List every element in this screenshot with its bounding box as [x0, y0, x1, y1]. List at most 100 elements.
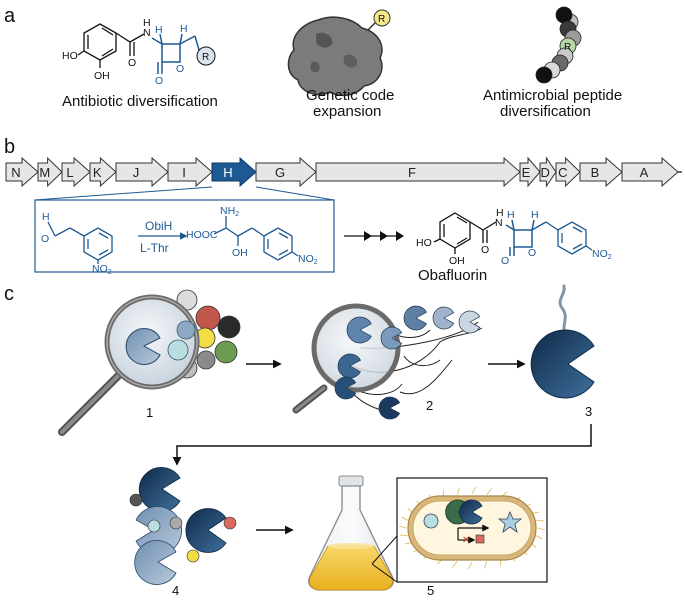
zoom-line-right	[255, 186, 335, 201]
atom-h-3: H	[180, 23, 188, 35]
gene-label-n: N	[11, 165, 20, 180]
product-name: Obafluorin	[418, 267, 487, 284]
atom-n-1: N	[143, 27, 151, 39]
gene-label-b: B	[591, 165, 600, 180]
cell-pathway-arrows: ✕	[457, 524, 490, 546]
arrow-3-4	[172, 424, 592, 466]
step3-evolved-enzyme	[530, 284, 595, 399]
r-label-1: R	[202, 52, 209, 63]
gene-arrow-b	[579, 156, 623, 188]
atom-no2-aa: NO2	[298, 253, 318, 266]
atom-h-ob2: H	[507, 209, 515, 221]
atom-nh2: NH2	[220, 205, 239, 218]
step-label-5: 5	[427, 583, 434, 598]
atom-h-2: H	[155, 24, 163, 36]
gene-arrow-d	[539, 156, 557, 188]
step1-enzyme-pacman	[125, 320, 196, 365]
gene-arrow-j	[115, 156, 169, 188]
atom-no2-ob: NO2	[592, 248, 612, 261]
cell-substrate-circle	[423, 513, 439, 529]
cell-enzyme-pair	[445, 499, 483, 525]
knockout-x-icon: ✕	[462, 535, 470, 546]
pilus	[456, 487, 460, 495]
pilus	[471, 486, 477, 495]
gene-arrow-i	[167, 156, 213, 188]
atom-h-ald: H	[42, 211, 50, 223]
r-label-2: R	[378, 14, 385, 25]
atom-oh-ob: OH	[449, 255, 465, 267]
caption-genetic-code-2: expansion	[313, 103, 381, 120]
multistep-arrow	[344, 231, 404, 241]
atom-o-3: O	[176, 63, 184, 75]
gene-label-c: C	[558, 165, 567, 180]
enzyme-variant-2	[432, 306, 455, 330]
step-label-2: 2	[426, 398, 433, 413]
atom-o-ob2: O	[501, 255, 509, 267]
gene-label-j: J	[133, 165, 140, 180]
gene-arrow-l	[61, 156, 91, 188]
gene-label-k: K	[93, 165, 102, 180]
enzyme-label: ObiH	[145, 219, 172, 233]
obafluorin-nitrophenyl	[545, 221, 593, 255]
gene-arrow-m	[37, 156, 63, 188]
atom-o-ald: O	[41, 233, 49, 245]
pilus	[467, 561, 473, 570]
atom-hooc: HOOC	[186, 229, 218, 241]
cell-product-square	[475, 534, 485, 544]
gene-arrow-g	[255, 156, 317, 188]
atom-ho-ob: HO	[416, 237, 432, 249]
gene-label-g: G	[275, 165, 285, 180]
erlenmeyer-flask-icon	[308, 475, 394, 591]
enzyme-variant-4	[346, 316, 372, 344]
obih-reaction-box	[34, 199, 335, 273]
zoom-line-flask-1	[371, 535, 398, 565]
gene-label-m: M	[39, 165, 50, 180]
atom-o-ob: O	[481, 244, 489, 256]
enzyme-variant-3	[458, 310, 481, 334]
pilus	[401, 516, 408, 521]
enzyme-variant-8	[334, 376, 357, 400]
panel-label-c: c	[4, 283, 14, 305]
atom-h-ob: H	[496, 207, 504, 219]
obafluorin-lactone	[505, 219, 547, 256]
atom-oh-aa: OH	[232, 247, 248, 259]
pilus	[398, 525, 407, 529]
step-label-4: 4	[172, 583, 179, 598]
atom-n-ob: N	[495, 217, 503, 229]
enzyme-variant-1	[403, 305, 428, 331]
gene-arrow-e	[519, 156, 541, 188]
cosubstrate-label: L-Thr	[140, 241, 169, 255]
zoom-line-flask-2	[371, 563, 398, 583]
enzyme-variant-6	[337, 353, 362, 379]
amino-acid-product	[213, 216, 299, 261]
atom-ho-1: HO	[62, 50, 78, 62]
beta-lactone-core	[151, 33, 200, 74]
gene-label-d: D	[541, 165, 550, 180]
panel-label-a: a	[4, 5, 16, 27]
enzyme-variant-7	[378, 396, 401, 420]
gene-label-a: A	[640, 165, 649, 180]
peptide-beads-icon	[535, 6, 582, 84]
step4-enzyme-library	[129, 467, 237, 585]
gene-label-i: I	[182, 165, 186, 180]
obafluorin-structure	[433, 212, 497, 254]
atom-h-1: H	[143, 17, 151, 29]
atom-o-1: O	[128, 57, 136, 69]
atom-h-ob3: H	[531, 209, 539, 221]
magnifying-glass-icon-2	[292, 303, 401, 414]
zoom-line-left	[34, 186, 213, 201]
protein-blob-icon	[287, 16, 383, 97]
atom-o-2: O	[155, 75, 163, 87]
caption-genetic-code-1: Genetic code	[306, 87, 394, 104]
gene-label-h: H	[223, 165, 232, 180]
antibiotic-structure	[77, 23, 145, 68]
caption-peptide-1: Antimicrobial peptide	[483, 87, 622, 104]
pilus	[451, 560, 458, 568]
step2-enzyme-variants	[334, 305, 481, 420]
gene-arrow-k	[89, 156, 117, 188]
r-group-circle-1	[196, 46, 216, 66]
gene-label-l: L	[66, 165, 73, 180]
magnifying-glass-icon	[58, 294, 200, 436]
